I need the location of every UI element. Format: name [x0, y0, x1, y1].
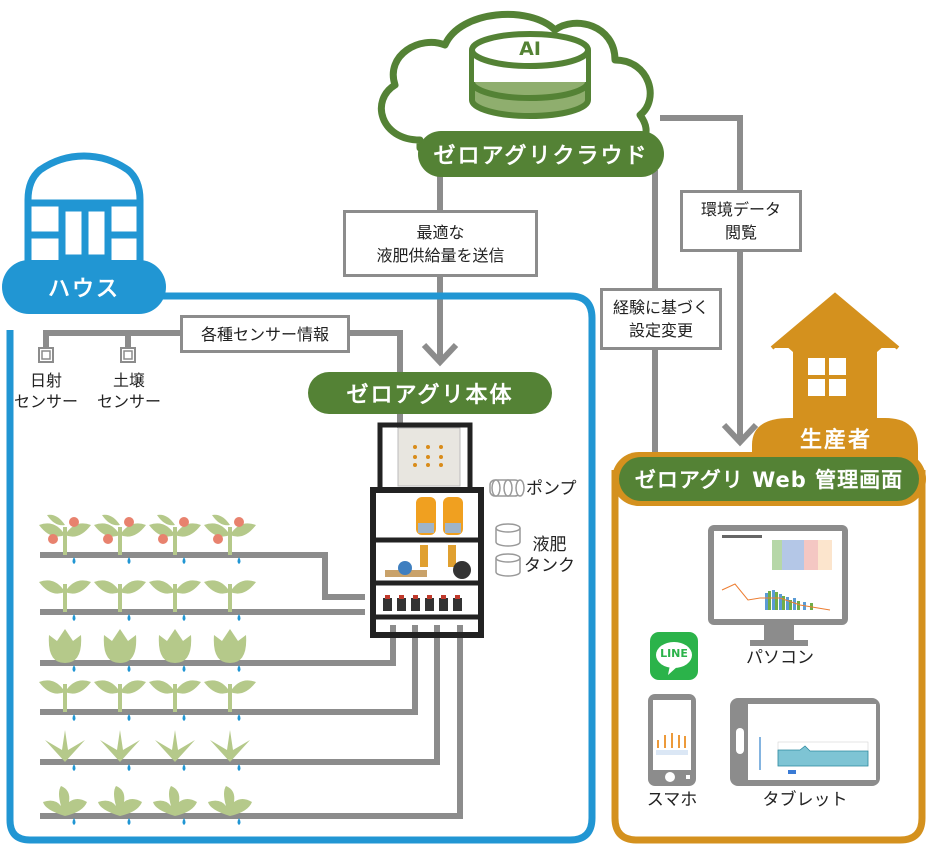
optimal-supply-line1: 最適な — [416, 222, 465, 242]
experience-setting-label: 経験に基づく 設定変更 — [600, 288, 722, 350]
cloud-title: ゼロアグリクラウド — [418, 131, 664, 177]
house-frame — [6, 292, 596, 844]
water-drop-icon — [72, 557, 76, 564]
plant-grass — [210, 730, 250, 771]
plant-tomato — [39, 514, 91, 564]
tablet-icon — [730, 698, 880, 786]
experience-setting-line1: 経験に基づく — [612, 298, 709, 317]
plant-sprout — [204, 580, 256, 621]
zeroagri-device-image — [370, 422, 484, 638]
ai-label: AI — [519, 38, 541, 60]
plant-sprout — [94, 580, 146, 621]
solar-sensor-icon — [38, 347, 54, 363]
water-drop-icon — [182, 714, 186, 721]
plant-tomato — [149, 514, 201, 564]
plant-sprout — [149, 580, 201, 621]
plant-tulip — [213, 629, 247, 672]
smartphone-icon — [648, 694, 696, 786]
soil-sensor-label: 土壌 センサー — [92, 370, 166, 412]
water-drop-icon — [72, 614, 76, 621]
solar-sensor-line1: 日射 — [29, 371, 62, 390]
water-drop-icon — [182, 614, 186, 621]
irrigation-pipes — [40, 552, 463, 819]
plant-leafy — [208, 786, 252, 825]
plant-leafy — [98, 786, 142, 825]
water-drop-icon — [182, 818, 186, 825]
experience-setting-line2: 設定変更 — [628, 321, 693, 340]
plant-grass — [100, 730, 140, 771]
plant-tulip — [48, 629, 82, 672]
producer-title: 生産者 — [799, 428, 872, 453]
water-drop-icon — [127, 764, 131, 771]
tablet-label: タブレット — [762, 790, 848, 810]
env-data-line2: 閲覧 — [724, 223, 757, 242]
plant-grass — [45, 730, 85, 771]
greenhouse-icon — [24, 152, 144, 262]
producer-house-icon — [770, 292, 900, 420]
env-data-line1: 環境データ — [700, 200, 781, 219]
phone-label: スマホ — [646, 790, 698, 810]
water-drop-icon — [237, 764, 241, 771]
water-drop-icon — [127, 557, 131, 564]
water-drop-icon — [72, 714, 76, 721]
plant-sprout — [204, 680, 256, 721]
water-drop-icon — [72, 665, 76, 672]
soil-sensor-icon — [120, 347, 136, 363]
pump-label: ポンプ — [526, 479, 577, 499]
water-drop-icon — [72, 818, 76, 825]
soil-sensor-line1: 土壌 — [112, 371, 145, 390]
pump-icon — [489, 479, 525, 497]
plant-tulip — [158, 629, 192, 672]
optimal-supply-label: 最適な 液肥供給量を送信 — [343, 210, 538, 277]
plant-leafy — [43, 786, 87, 825]
web-panel-title: ゼロアグリ Web 管理画面 — [619, 457, 919, 501]
ai-database-icon — [469, 31, 591, 119]
plant-tomato — [94, 514, 146, 564]
fertilizer-tank-icon — [495, 523, 521, 577]
solar-sensor-label: 日射 センサー — [10, 370, 82, 412]
pc-label: パソコン — [746, 648, 814, 668]
water-drop-icon — [127, 614, 131, 621]
water-drop-icon — [182, 764, 186, 771]
plant-sprout — [94, 680, 146, 721]
sensor-info-label: 各種センサー情報 — [180, 315, 350, 353]
plant-tomato — [204, 514, 256, 564]
line-app-icon[interactable] — [650, 632, 698, 680]
water-drop-icon — [237, 614, 241, 621]
line-app-label: LINE — [660, 647, 688, 660]
pc-monitor-icon — [708, 525, 848, 646]
water-drop-icon — [182, 557, 186, 564]
water-drop-icon — [127, 714, 131, 721]
tank-label-line1: 液肥 — [532, 535, 567, 555]
env-data-label: 環境データ 閲覧 — [680, 190, 802, 252]
solar-sensor-line2: センサー — [13, 392, 78, 411]
tank-label: 液肥 タンク — [524, 535, 575, 577]
water-drop-icon — [237, 557, 241, 564]
water-drop-icon — [237, 714, 241, 721]
water-drop-icon — [127, 665, 131, 672]
crop-rows — [39, 514, 256, 825]
optimal-supply-line2: 液肥供給量を送信 — [376, 245, 505, 265]
water-drop-icon — [237, 665, 241, 672]
plant-sprout — [39, 580, 91, 621]
plant-sprout — [39, 680, 91, 721]
water-drop-icon — [72, 764, 76, 771]
water-drop-icon — [237, 818, 241, 825]
producer-frame — [611, 470, 926, 844]
device-title: ゼロアグリ本体 — [308, 372, 552, 414]
water-drop-icon — [127, 818, 131, 825]
water-drop-icon — [182, 665, 186, 672]
soil-sensor-line2: センサー — [96, 392, 161, 411]
web-panel-title-wrap: ゼロアグリ Web 管理画面 — [612, 452, 926, 506]
tank-label-line2: タンク — [524, 556, 575, 576]
plant-grass — [155, 730, 195, 771]
plant-sprout — [149, 680, 201, 721]
house-title: ハウス — [2, 260, 166, 314]
plant-leafy — [153, 786, 197, 825]
plant-tulip — [103, 629, 137, 672]
